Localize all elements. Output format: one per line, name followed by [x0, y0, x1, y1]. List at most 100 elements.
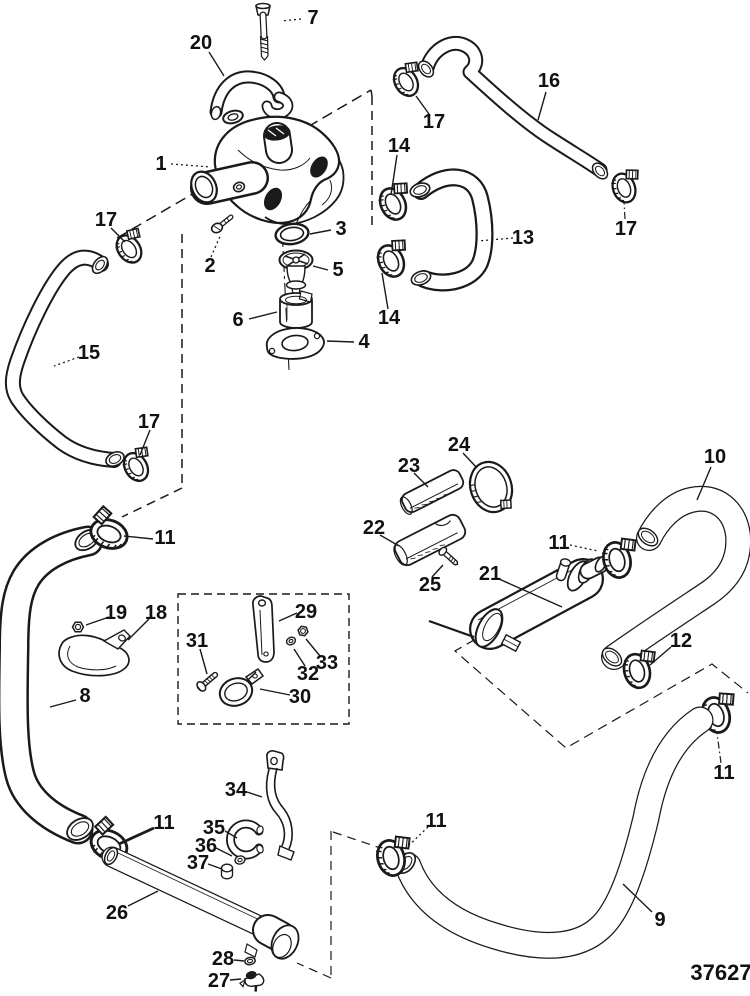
- part-callout-3-8: 3: [335, 218, 346, 240]
- callout-leader-27-44: [229, 978, 242, 981]
- anode-plate-22-drawing: [393, 513, 467, 567]
- part-callout-34-36: 34: [225, 779, 248, 801]
- callout-leader-8-32: [49, 699, 77, 708]
- part-callout-19-25: 19: [105, 602, 127, 624]
- inset-box: [177, 593, 350, 725]
- part-callout-17-11: 17: [95, 209, 117, 231]
- part-callout-2-10: 2: [204, 255, 215, 277]
- callout-leader-16-2: [537, 91, 547, 121]
- callout-leader-31-27: [199, 648, 208, 675]
- hose-9-drawing: [394, 706, 714, 959]
- part-callout-16-2: 16: [538, 70, 560, 92]
- hose-clamp-17-drawing: [116, 442, 162, 487]
- part-callout-27-44: 27: [208, 970, 230, 992]
- callout-leader-11-35: [118, 826, 155, 846]
- callout-leader-36-38: [215, 847, 233, 857]
- bracket-34-drawing: [265, 750, 295, 861]
- part-callout-37-39: 37: [187, 852, 209, 874]
- part-callout-4-14: 4: [358, 331, 370, 353]
- oil-cooler-21-drawing: [428, 555, 609, 653]
- callout-leader-14-4: [390, 154, 398, 196]
- part-callout-30-31: 30: [289, 686, 311, 708]
- callout-leader-30-31: [259, 688, 291, 696]
- gasket-4-drawing: [265, 327, 325, 360]
- callout-leader-14-15: [381, 272, 389, 310]
- fitting-27-drawing: [239, 970, 265, 992]
- callout-leader-15-12: [53, 356, 80, 367]
- part-callout-5-9: 5: [332, 259, 343, 281]
- bolt-7-drawing: [255, 2, 271, 61]
- thermostat-5-drawing: [278, 249, 314, 295]
- clamp-ring-24-drawing: [468, 460, 514, 514]
- callout-leader-3-8: [309, 229, 332, 235]
- callout-leader-11-23: [569, 544, 599, 552]
- hose-clamp-17-drawing: [606, 165, 649, 207]
- callout-leader-35-37: [224, 830, 238, 839]
- callout-leader-17-11: [110, 227, 126, 243]
- callout-leader-19-25: [85, 616, 110, 626]
- hose-10-drawing: [601, 485, 750, 670]
- hose-13-drawing: [409, 168, 494, 292]
- callout-leader-28-43: [233, 959, 245, 962]
- callout-leader-25-21: [431, 564, 444, 578]
- part-callout-6-13: 6: [232, 309, 243, 331]
- part-callout-1-5: 1: [155, 153, 166, 175]
- part-callout-14-4: 14: [388, 135, 411, 157]
- part-callout-21-24: 21: [479, 563, 501, 585]
- callout-leader-33-29: [305, 638, 321, 657]
- nut-19-drawing: [71, 621, 85, 633]
- callout-leader-11-17: [123, 535, 154, 540]
- part-callout-26-40: 26: [106, 902, 128, 924]
- part-callout-18-26: 18: [145, 602, 167, 624]
- callout-leader-7-0: [280, 18, 302, 22]
- callout-leader-17-3: [415, 95, 430, 115]
- callout-leader-17-6: [623, 201, 626, 220]
- hose-16-drawing: [417, 36, 609, 180]
- callout-leader-37-39: [207, 863, 223, 870]
- part-callout-25-21: 25: [419, 574, 441, 596]
- part-callout-17-16: 17: [138, 411, 160, 433]
- hose-clamp-14-drawing: [372, 177, 421, 226]
- callout-leader-6-13: [248, 311, 278, 320]
- gasket-3-drawing: [274, 222, 310, 246]
- callout-leader-20-1: [208, 51, 225, 77]
- thermostat-housing-1-drawing: [190, 115, 345, 226]
- callout-leader-13-7: [477, 237, 514, 242]
- part-callout-11-23: 11: [548, 532, 569, 554]
- water-tube-26-drawing: [101, 846, 300, 960]
- hose-15-drawing: [4, 249, 125, 468]
- callout-leader-23-19: [413, 472, 429, 488]
- bolt-31-drawing: [196, 671, 219, 692]
- part-callout-11-35: 11: [153, 812, 174, 834]
- gasket-ring-drawing: [222, 109, 244, 125]
- anode-plate-23-drawing: [399, 469, 465, 515]
- part-callout-11-34: 11: [713, 762, 734, 784]
- callout-leader-22-20: [379, 534, 400, 547]
- sleeve-6-drawing: [279, 290, 313, 329]
- washer-36-drawing: [234, 855, 246, 865]
- callout-leader-9-42: [622, 883, 653, 913]
- callout-leader-26-40: [127, 890, 159, 907]
- bracket-18-drawing: [58, 629, 131, 677]
- callout-leader-21-24: [498, 578, 563, 608]
- callout-leader-18-26: [127, 618, 150, 641]
- screw-25-drawing: [438, 546, 459, 566]
- part-callout-11-17: 11: [154, 527, 175, 549]
- callout-leader-4-14: [326, 340, 355, 343]
- part-callout-20-1: 20: [190, 32, 212, 54]
- nut-33-drawing: [297, 625, 309, 637]
- part-callout-15-12: 15: [78, 342, 100, 364]
- callout-layer: 7201617141171335217156414171124232225101…: [49, 7, 735, 992]
- part-callout-11-41: 11: [425, 810, 446, 832]
- callout-leader-17-16: [139, 429, 151, 456]
- part-callout-33-29: 33: [316, 652, 338, 674]
- callout-leader-5-9: [312, 265, 329, 271]
- part-callout-7-0: 7: [307, 7, 318, 29]
- callout-leader-12-33: [649, 646, 672, 666]
- part-callout-29-28: 29: [295, 601, 317, 623]
- callout-leader-2-10: [210, 233, 222, 258]
- part-callout-31-27: 31: [186, 630, 208, 652]
- cover-clamp-20-drawing: [209, 70, 294, 125]
